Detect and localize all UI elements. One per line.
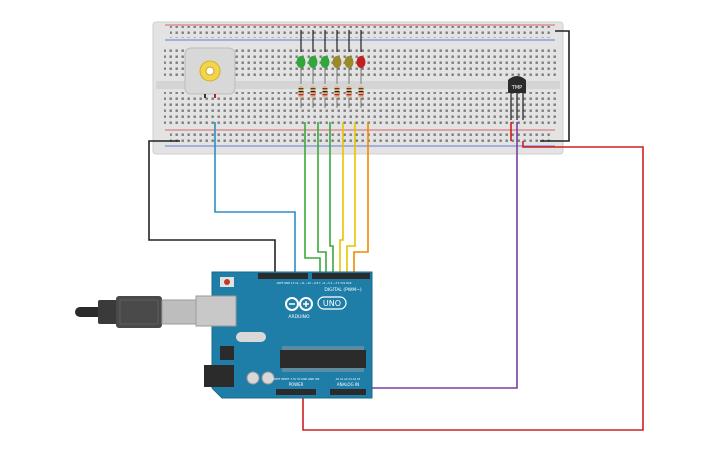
arduino-model-label: UNO — [323, 299, 341, 308]
led-array — [296, 56, 366, 108]
arduino-uno[interactable]: UNO ARDUINO DIGITAL (PWM~) POWER ANALOG … — [195, 271, 373, 399]
dc-motor[interactable] — [184, 47, 236, 98]
wire-black-rail[interactable] — [540, 30, 570, 142]
sensor-label: TMP — [511, 85, 522, 91]
usb-cable[interactable] — [75, 296, 203, 328]
wire-blue-motor[interactable] — [214, 122, 296, 272]
wire-yellow-2[interactable] — [346, 122, 356, 272]
wire-yellow-1[interactable] — [339, 122, 344, 272]
power-label: POWER — [289, 382, 304, 387]
arduino-brand-label: ARDUINO — [288, 314, 310, 320]
wire-black-ground[interactable] — [148, 140, 276, 272]
led-2[interactable] — [308, 56, 318, 108]
led-3[interactable] — [320, 56, 330, 108]
wire-purple-sensor[interactable] — [370, 122, 518, 389]
wire-green-3[interactable] — [329, 122, 334, 272]
top-header-pins-label: AREF GND 13 12 ~11 ~10 ~9 8 7 ~6 ~5 4 ~3… — [277, 281, 352, 285]
wire-orange[interactable] — [353, 122, 369, 272]
led-4[interactable] — [332, 56, 342, 108]
led-6[interactable] — [356, 56, 366, 108]
digital-label: DIGITAL (PWM~) — [324, 287, 362, 293]
analog-label: ANALOG IN — [337, 382, 359, 387]
analog-pins-label: A0 A1 A2 A3 A4 A5 — [336, 377, 361, 381]
led-5[interactable] — [344, 56, 354, 108]
temperature-sensor[interactable]: TMP — [508, 76, 526, 120]
led-1[interactable] — [296, 56, 306, 108]
arduino-logo — [285, 297, 313, 311]
wires — [148, 30, 644, 431]
wire-green-1[interactable] — [304, 122, 321, 272]
power-pins-label: IOREF RESET 3.3V 5V GND GND VIN — [273, 377, 320, 381]
wire-red-power[interactable] — [302, 141, 644, 431]
wire-green-2[interactable] — [317, 122, 327, 272]
